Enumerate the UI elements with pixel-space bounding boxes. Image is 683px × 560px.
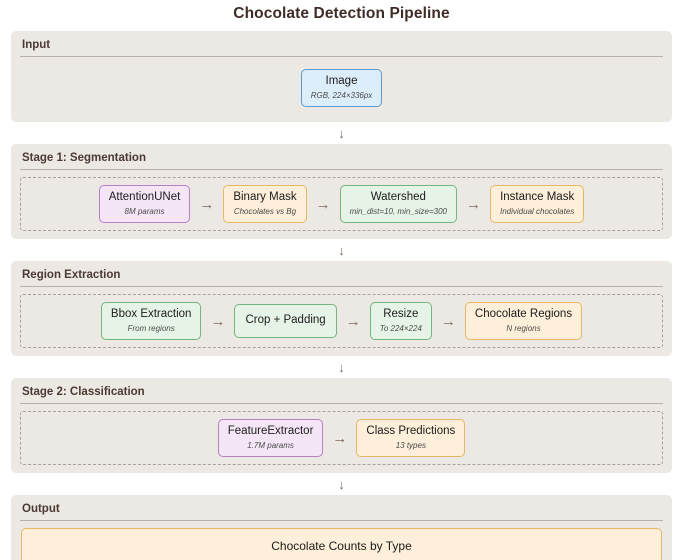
page-title: Chocolate Detection Pipeline: [233, 5, 450, 22]
connector-arrow-down-1: ↓: [338, 125, 345, 141]
node-binary-mask-label: Binary Mask: [233, 191, 297, 203]
node-row-stage-1: AttentionUNet 8M params → Binary Mask Ch…: [20, 177, 663, 231]
node-featureextractor[interactable]: FeatureExtractor 1.7M params: [217, 419, 324, 457]
node-chocolate-regions-sublabel: N regions: [506, 323, 541, 333]
node-bbox-extraction-label: Bbox Extraction: [110, 308, 192, 320]
arrow-right-icon: →: [345, 312, 361, 330]
connector-arrow-down-2: ↓: [338, 242, 345, 258]
output-result-bar[interactable]: Chocolate Counts by Type: [21, 528, 662, 560]
node-binary-mask-sublabel: Chocolates vs Bg: [233, 206, 297, 216]
node-bbox-extraction-sublabel: From regions: [127, 323, 175, 333]
panel-heading-stage-2: Stage 2: Classification: [20, 385, 663, 404]
node-watershed-label: Watershed: [370, 191, 426, 203]
node-instance-mask-label: Instance Mask: [500, 191, 575, 203]
node-row-region-extraction: Bbox Extraction From regions → Crop + Pa…: [20, 294, 663, 348]
node-chocolate-regions-label: Chocolate Regions: [474, 308, 573, 320]
arrow-right-icon: →: [440, 312, 456, 330]
node-instance-mask-sublabel: Individual chocolates: [500, 206, 575, 216]
node-attentionunet[interactable]: AttentionUNet 8M params: [98, 185, 191, 223]
node-crop-padding-label: Crop + Padding: [245, 313, 326, 326]
arrow-right-icon: →: [466, 195, 481, 213]
panel-heading-input: Input: [20, 38, 663, 57]
node-image-label: Image: [325, 75, 358, 87]
node-crop-padding[interactable]: Crop + Padding: [234, 303, 337, 339]
node-attentionunet-label: AttentionUNet: [108, 191, 181, 203]
panel-stage-2-classification: Stage 2: Classification FeatureExtractor…: [11, 378, 672, 473]
connector-arrow-down-3: ↓: [338, 359, 345, 375]
node-watershed[interactable]: Watershed min_dist=10, min_size=300: [339, 185, 457, 223]
panel-input: Input Image RGB, 224×336px: [11, 31, 672, 122]
node-attentionunet-sublabel: 8M params: [124, 206, 165, 216]
panel-output: Output Chocolate Counts by Type: [11, 495, 672, 560]
arrow-right-icon: →: [199, 195, 215, 213]
node-featureextractor-sublabel: 1.7M params: [247, 440, 294, 450]
node-resize-label: Resize: [383, 308, 419, 320]
node-class-predictions[interactable]: Class Predictions 13 types: [356, 419, 466, 457]
arrow-right-icon: →: [315, 195, 331, 213]
panel-heading-region-extraction: Region Extraction: [20, 268, 663, 287]
node-image[interactable]: Image RGB, 224×336px: [300, 69, 383, 107]
panel-stage-1-segmentation: Stage 1: Segmentation AttentionUNet 8M p…: [11, 144, 672, 239]
panel-heading-stage-1: Stage 1: Segmentation: [20, 151, 663, 170]
node-featureextractor-label: FeatureExtractor: [227, 425, 314, 437]
panel-region-extraction: Region Extraction Bbox Extraction From r…: [11, 261, 672, 356]
connector-arrow-down-4: ↓: [338, 476, 345, 492]
node-row-input: Image RGB, 224×336px: [20, 64, 663, 114]
node-instance-mask[interactable]: Instance Mask Individual chocolates: [490, 185, 585, 223]
node-bbox-extraction[interactable]: Bbox Extraction From regions: [100, 302, 202, 340]
arrow-right-icon: →: [332, 429, 348, 447]
node-image-sublabel: RGB, 224×336px: [310, 90, 373, 100]
node-binary-mask[interactable]: Binary Mask Chocolates vs Bg: [223, 185, 307, 223]
panel-heading-output: Output: [20, 502, 663, 521]
node-row-stage-2: FeatureExtractor 1.7M params → Class Pre…: [20, 411, 663, 465]
arrow-right-icon: →: [210, 312, 226, 330]
node-resize-sublabel: To 224×224: [379, 323, 422, 333]
node-resize[interactable]: Resize To 224×224: [369, 302, 432, 340]
node-class-predictions-label: Class Predictions: [366, 425, 456, 437]
node-class-predictions-sublabel: 13 types: [395, 440, 426, 450]
node-chocolate-regions[interactable]: Chocolate Regions N regions: [464, 302, 583, 340]
node-watershed-sublabel: min_dist=10, min_size=300: [349, 206, 447, 216]
